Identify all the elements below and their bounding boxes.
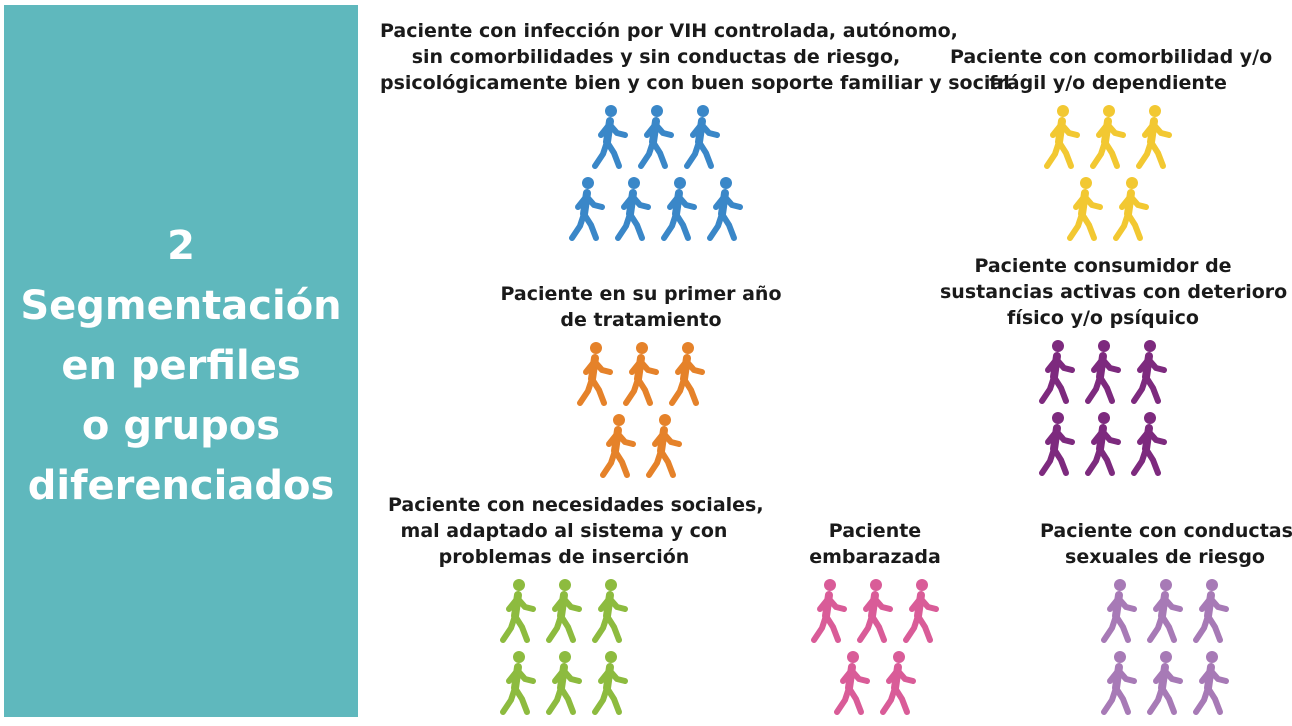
walking-person-icon [880, 651, 916, 715]
walking-person-icon [1085, 340, 1121, 404]
group-label: Paciente embarazada [790, 518, 960, 570]
walking-person-icon [669, 342, 705, 406]
walking-person-icon [1147, 579, 1183, 643]
label-line: Paciente con conductas [1040, 520, 1292, 542]
side-title: 2 Segmentación en perfiles o grupos dife… [20, 216, 341, 516]
figure-row [380, 104, 932, 174]
walking-person-icon [1131, 412, 1167, 476]
label-line: problemas de inserción [438, 546, 690, 568]
walking-person-icon [600, 414, 636, 478]
label-line: Paciente consumidor de [974, 255, 1232, 277]
group-label: Paciente con necesidades sociales, mal a… [388, 492, 764, 570]
walking-person-icon [661, 177, 697, 241]
walking-person-icon [1113, 177, 1149, 241]
group-label: Paciente en su primer año de tratamiento [500, 281, 782, 333]
figure-grid [950, 104, 1266, 248]
walking-person-icon [1101, 651, 1137, 715]
label-line: embarazada [809, 546, 941, 568]
label-line: Paciente con necesidades sociales, [388, 494, 764, 516]
label-line: mal adaptado al sistema y con [400, 520, 728, 542]
side-title-line: Segmentación [20, 283, 342, 329]
figure-grid [500, 341, 782, 485]
walking-person-icon [1044, 105, 1080, 169]
walking-person-icon [638, 105, 674, 169]
walking-person-icon [811, 579, 847, 643]
walking-person-icon [1193, 651, 1229, 715]
figure-row [940, 411, 1266, 481]
walking-person-icon [1067, 177, 1103, 241]
walking-person-icon [684, 105, 720, 169]
figure-grid [380, 104, 932, 248]
figure-row [1040, 650, 1290, 720]
walking-person-icon [1193, 579, 1229, 643]
group-label: Paciente consumidor de sustancias activa… [940, 253, 1288, 331]
figure-grid [790, 578, 960, 722]
side-title-line: en perfiles [61, 343, 301, 389]
walking-person-icon [592, 651, 628, 715]
walking-person-icon [546, 579, 582, 643]
walking-person-icon [569, 177, 605, 241]
walking-person-icon [707, 177, 743, 241]
side-panel: 2 Segmentación en perfiles o grupos dife… [4, 5, 358, 717]
walking-person-icon [623, 342, 659, 406]
walking-person-icon [834, 651, 870, 715]
label-line: físico y/o psíquico [1007, 307, 1199, 329]
figure-row [500, 413, 782, 483]
label-line: de tratamiento [560, 309, 722, 331]
figure-row [388, 650, 740, 720]
figure-row [380, 176, 932, 246]
label-line: psicológicamente bien y con buen soporte… [380, 72, 1010, 94]
label-line: Paciente [828, 520, 922, 542]
group-label: Paciente con infección por VIH controlad… [380, 18, 1010, 96]
figure-row [790, 578, 960, 648]
walking-person-icon [500, 579, 536, 643]
figure-row [790, 650, 960, 720]
side-title-line: diferenciados [27, 463, 335, 509]
side-title-line: o grupos [81, 403, 281, 449]
figure-grid [1040, 578, 1290, 722]
walking-person-icon [1131, 340, 1167, 404]
walking-person-icon [1136, 105, 1172, 169]
walking-person-icon [857, 579, 893, 643]
walking-person-icon [1085, 412, 1121, 476]
label-line: Paciente en su primer año [500, 283, 782, 305]
side-title-line: 2 [167, 223, 195, 269]
walking-person-icon [546, 651, 582, 715]
figure-row [950, 176, 1266, 246]
label-line: sexuales de riesgo [1065, 546, 1265, 568]
figure-row [500, 341, 782, 411]
walking-person-icon [592, 105, 628, 169]
walking-person-icon [903, 579, 939, 643]
walking-person-icon [592, 579, 628, 643]
figure-row [388, 578, 740, 648]
walking-person-icon [1101, 579, 1137, 643]
walking-person-icon [615, 177, 651, 241]
walking-person-icon [1039, 340, 1075, 404]
walking-person-icon [577, 342, 613, 406]
walking-person-icon [1090, 105, 1126, 169]
walking-person-icon [646, 414, 682, 478]
figure-row [950, 104, 1266, 174]
walking-person-icon [1039, 412, 1075, 476]
label-line: sin comorbilidades y sin conductas de ri… [411, 46, 901, 68]
group-label: Paciente con conductas sexuales de riesg… [1040, 518, 1292, 570]
figure-grid [388, 578, 740, 722]
figure-row [940, 339, 1266, 409]
walking-person-icon [1147, 651, 1183, 715]
label-line: frágil y/o dependiente [989, 72, 1227, 94]
label-line: sustancias activas con deterioro [940, 281, 1288, 303]
figure-row [1040, 578, 1290, 648]
label-line: Paciente con comorbilidad y/o [950, 46, 1273, 68]
figure-grid [940, 339, 1266, 483]
label-line: Paciente con infección por VIH controlad… [380, 20, 958, 42]
walking-person-icon [500, 651, 536, 715]
group-label: Paciente con comorbilidad y/o frágil y/o… [950, 44, 1273, 96]
